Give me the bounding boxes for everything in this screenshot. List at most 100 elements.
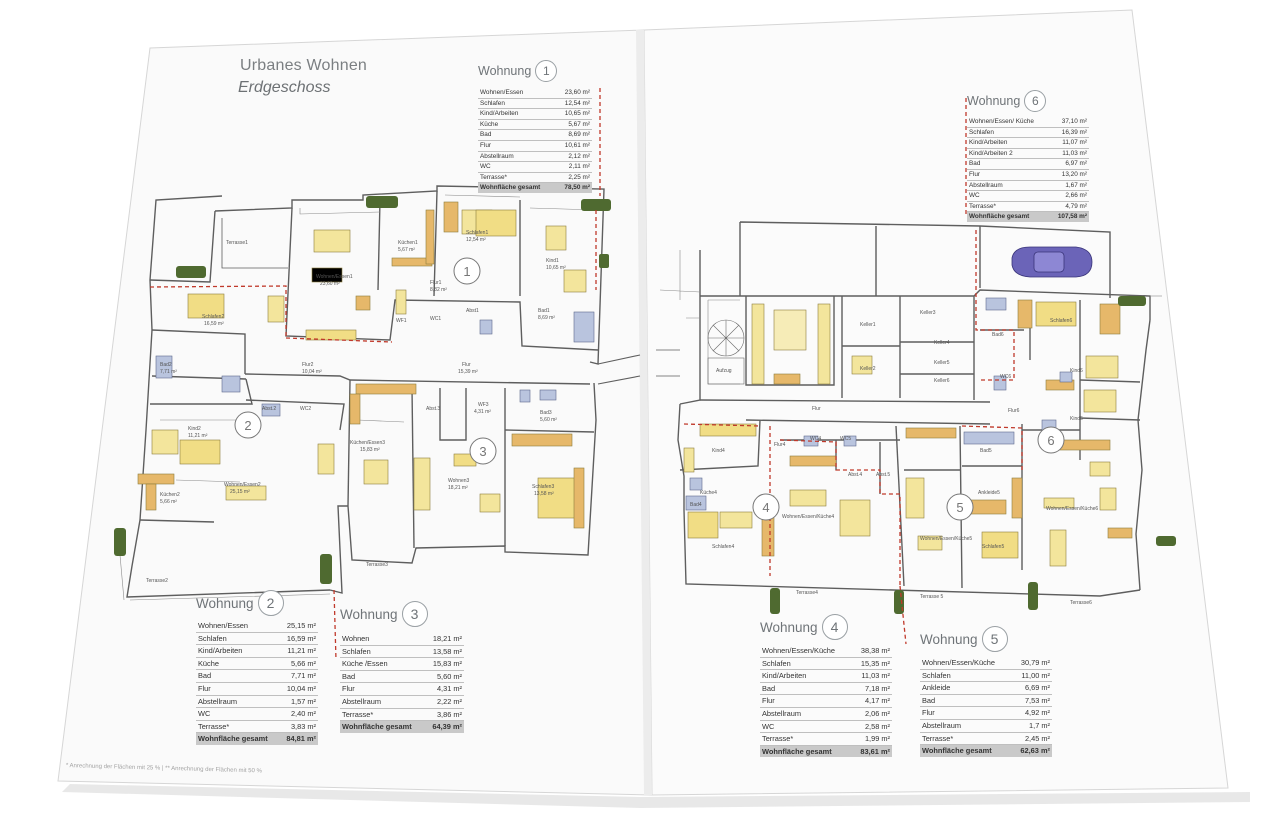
room-area: 2,22 m² (425, 695, 464, 709)
room-name: Bad (340, 670, 426, 684)
room-area: 7,18 m² (851, 682, 892, 696)
apartment-heading-label: Wohnung (967, 94, 1021, 108)
room-area: 10,61 m² (556, 140, 592, 152)
room-label: Wohnen/Essen2 (224, 482, 261, 488)
room-area: 2,06 m² (851, 707, 892, 721)
room-name: Schlafen (196, 632, 280, 646)
room-label: Abst.3 (426, 406, 440, 412)
plan-marker-1-text: 1 (463, 264, 470, 279)
floor-plan-left (126, 185, 605, 598)
room-area: 18,21 m² (425, 633, 464, 646)
room-name: Wohnen/Essen/Küche (920, 657, 1012, 670)
room-name: Wohnfläche gesamt (967, 211, 1050, 222)
apartment-number-badge: 6 (1024, 90, 1047, 112)
left-room-labels: Schlafen1 12,54 m² Küchen1 5,67 m² Kind1… (146, 230, 566, 584)
room-label: Kind2 (188, 426, 201, 432)
room-area: 2,58 m² (851, 720, 892, 734)
room-area: 1,67 m² (1049, 180, 1089, 192)
room-name: Wohnfläche gesamt (340, 720, 426, 733)
room-area: 23,60 m² (556, 88, 592, 99)
room-area: 4,31 m² (425, 682, 464, 696)
room-area: 15,83 m² (425, 657, 464, 671)
apartment-number-badge: 4 (821, 614, 848, 640)
room-name: Ankleide (920, 681, 1012, 695)
room-label: Keller4 (934, 340, 950, 346)
apartment-heading: Wohnung 5 (920, 626, 1052, 652)
room-name: Wohnen/Essen (196, 620, 280, 633)
room-area: 7,71 m² (279, 669, 318, 683)
room-label: 12,54 m² (466, 237, 486, 243)
room-area: 2,12 m² (556, 151, 592, 163)
room-name: Kind/Arbeiten (967, 137, 1050, 149)
room-area: 30,79 m² (1011, 657, 1052, 670)
apartment-heading-label: Wohnung (478, 64, 532, 78)
right-room-labels: Keller1 Keller2 Keller3 Keller4 Keller5 … (690, 310, 1098, 606)
apartment-heading-label: Wohnung (760, 619, 818, 635)
apartment-heading-label: Wohnung (920, 631, 978, 647)
room-name: Terrasse* (478, 172, 557, 184)
room-area: 107,58 m² (1049, 211, 1089, 222)
brochure-title: Urbanes Wohnen (240, 57, 368, 74)
room-area: 1,99 m² (851, 732, 892, 746)
room-name: Wohnen/Essen (478, 88, 557, 99)
room-label: Bad4 (690, 502, 702, 508)
room-name: Terrasse* (340, 708, 426, 722)
room-name: Flur (760, 694, 852, 708)
parked-car (1011, 246, 1093, 278)
room-label: WC2 (300, 406, 311, 412)
room-area: 13,20 m² (1049, 169, 1089, 181)
room-name: Abstellraum (920, 719, 1012, 733)
floor-plan-right (677, 221, 1151, 597)
room-label: Flur (462, 362, 471, 368)
room-area: 8,69 m² (556, 129, 592, 141)
room-area: 4,17 m² (851, 694, 892, 708)
room-name: Terrasse* (760, 732, 852, 746)
room-label: WF3 (478, 402, 489, 408)
room-label: Kind6 (1070, 368, 1083, 374)
room-label: Ankleide5 (978, 490, 1000, 496)
plan-marker-4-text: 4 (762, 500, 769, 515)
room-label: Kind4 (712, 448, 725, 454)
apartment-heading: Wohnung 2 (196, 590, 318, 616)
plan-marker-5: 5 (946, 493, 974, 521)
room-label: Wohnen/Essen/Küche4 (782, 514, 834, 520)
room-label: WF1 (396, 318, 407, 324)
room-name: Bad (760, 682, 852, 696)
room-label: 25,15 m² (230, 489, 250, 495)
room-name: Flur (478, 140, 557, 152)
apartment-heading-label: Wohnung (340, 606, 398, 622)
room-name: WC (196, 707, 280, 721)
room-name: Flur (920, 706, 1012, 720)
room-area: 3,86 m² (425, 708, 464, 722)
left-furniture (137, 201, 587, 529)
room-label: Flur1 (430, 280, 442, 286)
room-area: 2,40 m² (279, 707, 318, 721)
room-area: 6,69 m² (1011, 681, 1052, 695)
room-name: Küche (478, 119, 557, 131)
room-label: Kind1 (546, 258, 559, 264)
apartment-number-badge: 2 (257, 590, 284, 616)
